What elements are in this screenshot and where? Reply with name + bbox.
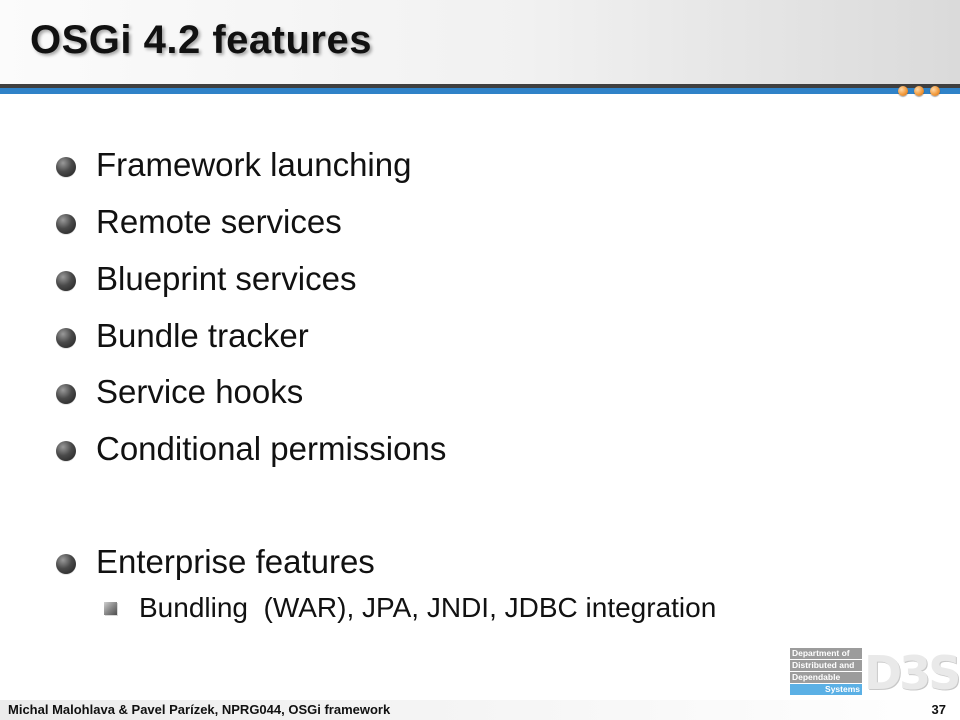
title-bar bbox=[0, 0, 960, 84]
bullet-item: Remote services bbox=[56, 203, 342, 241]
bullet-item: Bundle tracker bbox=[56, 317, 309, 355]
footer-band bbox=[0, 700, 960, 720]
d3s-logo: Department of Distributed and Dependable… bbox=[790, 646, 960, 700]
bullet-text: Service hooks bbox=[96, 373, 304, 410]
bullet-text: Bundle tracker bbox=[96, 317, 309, 354]
bullet-item: Enterprise features bbox=[56, 543, 375, 581]
sub-bullet-text: Bundling (WAR), JPA, JNDI, JDBC integrat… bbox=[139, 592, 717, 623]
title-rule-blue bbox=[0, 88, 960, 94]
title-rule-dark bbox=[0, 84, 960, 88]
round-bullet-icon bbox=[56, 214, 76, 234]
bullet-text: Enterprise features bbox=[96, 543, 375, 580]
decorative-dots bbox=[898, 85, 940, 97]
bullet-item: Service hooks bbox=[56, 373, 303, 411]
footer-text: Michal Malohlava & Pavel Parízek, NPRG04… bbox=[8, 702, 391, 717]
round-bullet-icon bbox=[56, 554, 76, 574]
bullet-text: Conditional permissions bbox=[96, 430, 447, 467]
orange-dot-icon bbox=[930, 86, 940, 96]
logo-line: Dependable bbox=[790, 672, 862, 683]
bullet-text: Framework launching bbox=[96, 146, 412, 183]
logo-mark: D3S bbox=[864, 646, 960, 700]
bullet-text: Blueprint services bbox=[96, 260, 357, 297]
logo-line: Systems bbox=[790, 684, 862, 695]
orange-dot-icon bbox=[914, 86, 924, 96]
round-bullet-icon bbox=[56, 328, 76, 348]
sub-bullet-item: Bundling (WAR), JPA, JNDI, JDBC integrat… bbox=[104, 592, 716, 624]
logo-line: Distributed and bbox=[790, 660, 862, 671]
round-bullet-icon bbox=[56, 384, 76, 404]
round-bullet-icon bbox=[56, 441, 76, 461]
page-number: 37 bbox=[931, 702, 946, 717]
orange-dot-icon bbox=[898, 86, 908, 96]
bullet-item: Framework launching bbox=[56, 146, 411, 184]
bullet-text: Remote services bbox=[96, 203, 342, 240]
bullet-item: Conditional permissions bbox=[56, 430, 446, 468]
logo-text-block: Department of Distributed and Dependable… bbox=[790, 648, 862, 696]
logo-line: Department of bbox=[790, 648, 862, 659]
round-bullet-icon bbox=[56, 271, 76, 291]
slide-title: OSGi 4.2 features bbox=[30, 18, 372, 62]
square-bullet-icon bbox=[104, 601, 117, 615]
bullet-item: Blueprint services bbox=[56, 260, 356, 298]
round-bullet-icon bbox=[56, 157, 76, 177]
